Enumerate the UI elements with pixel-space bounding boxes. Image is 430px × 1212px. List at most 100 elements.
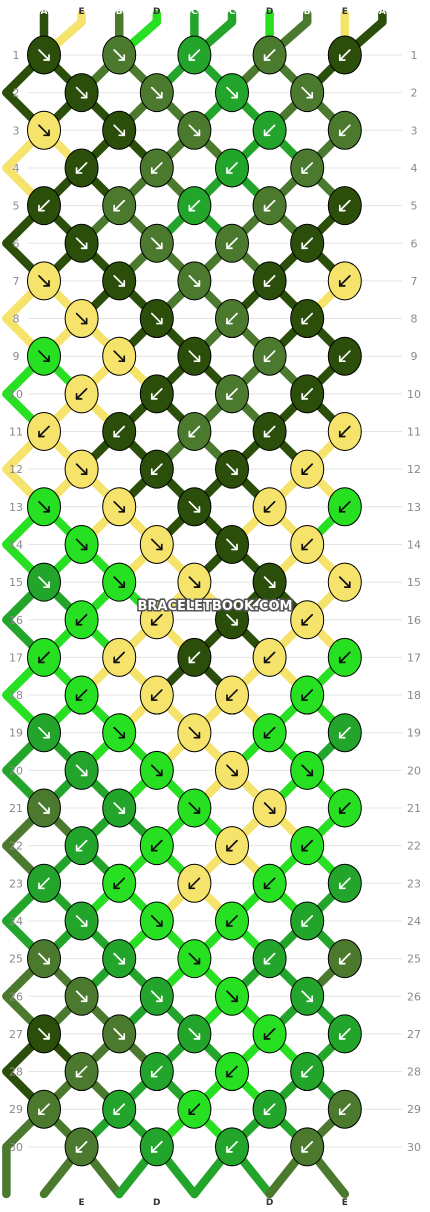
arrow-head [231, 543, 238, 551]
arrow-head [268, 581, 276, 588]
row-number-right: 2 [411, 87, 418, 100]
knot [102, 35, 137, 75]
arrow-head [338, 355, 346, 363]
knot [27, 487, 61, 527]
arrow-down-left-icon [188, 651, 201, 664]
row-number-right: 21 [407, 802, 421, 815]
arrow-down-left-icon [338, 802, 351, 814]
arrow-head [193, 807, 201, 814]
knot [290, 600, 325, 640]
arrow-head [263, 1033, 271, 1040]
arrow-down-left-icon [226, 1140, 238, 1153]
thread-label-top: A [41, 7, 48, 17]
row-number-left: 5 [13, 200, 20, 213]
arrow-head [226, 694, 233, 701]
knot [102, 186, 137, 226]
row-number-left: 15 [9, 576, 23, 589]
knot [177, 713, 212, 753]
arrow-head [118, 54, 126, 61]
arrow-head [338, 1033, 346, 1040]
row-number-left: 13 [9, 501, 23, 514]
row-number-left: 27 [9, 1028, 23, 1041]
knot [215, 826, 249, 866]
arrow-down-right-icon [75, 915, 88, 927]
arrow-head [301, 393, 309, 400]
arrow-head [150, 393, 158, 400]
arrow-down-left-icon [75, 613, 88, 626]
arrow-head [306, 769, 314, 777]
arrow-down-left-icon [301, 689, 314, 701]
knot-grid [27, 35, 362, 1167]
knot [27, 186, 61, 226]
knot [327, 788, 362, 828]
arrow-down-left-icon [38, 651, 50, 664]
knot [290, 901, 325, 941]
row-number-left: 7 [13, 275, 20, 288]
thread-label-top: E [342, 7, 348, 17]
knot [64, 374, 99, 414]
arrow-down-left-icon [113, 877, 126, 890]
arrow-down-left-icon [226, 237, 238, 250]
arrow-down-right-icon [150, 915, 163, 927]
knot [64, 976, 99, 1016]
arrow-head [263, 882, 271, 890]
knot [102, 336, 137, 376]
row-number-right: 14 [407, 538, 421, 551]
arrow-down-left-icon [188, 1103, 201, 1116]
arrow-head [75, 167, 83, 174]
row-number-left: 1 [13, 49, 20, 62]
row-number-left: 26 [9, 990, 23, 1003]
knot [215, 73, 249, 113]
row-number-right: 29 [407, 1103, 421, 1116]
arrow-head [43, 280, 50, 287]
knot [102, 1014, 137, 1054]
arrow-head [301, 543, 309, 551]
row-number-right: 16 [407, 614, 421, 627]
arrow-down-left-icon [75, 1140, 88, 1153]
arrow-head [38, 430, 45, 438]
arrow-down-left-icon [150, 613, 163, 626]
arrow-down-left-icon [113, 1103, 126, 1116]
thread-label-top: C [191, 7, 198, 17]
arrow-down-left-icon [301, 1140, 314, 1153]
arrow-head [263, 355, 271, 363]
row-number-right: 30 [407, 1141, 421, 1154]
arrow-head [188, 1108, 196, 1116]
arrow-down-left-icon [263, 124, 276, 137]
arrow-down-left-icon [301, 312, 314, 325]
arrow-down-left-icon [226, 689, 238, 701]
knot [27, 110, 61, 150]
arrow-head [155, 543, 163, 551]
arrow-down-right-icon [150, 990, 163, 1003]
knot [102, 939, 137, 979]
arrow-down-left-icon [188, 49, 201, 61]
arrow-head [150, 1070, 158, 1078]
knot [252, 261, 287, 301]
arrow-down-left-icon [188, 425, 201, 438]
arrow-down-left-icon [301, 1065, 314, 1078]
arrow-head [150, 167, 158, 174]
arrow-head [75, 618, 83, 626]
arrow-head [263, 505, 271, 513]
arrow-down-right-icon [38, 726, 50, 739]
arrow-head [301, 317, 309, 325]
knot [327, 562, 362, 602]
knot [252, 637, 287, 677]
arrow-head [343, 581, 351, 588]
arrow-head [268, 807, 276, 814]
arrow-head [150, 1145, 158, 1153]
arrow-down-right-icon [226, 538, 238, 551]
arrow-head [43, 1033, 50, 1040]
arrow-down-left-icon [263, 1028, 276, 1040]
knot [215, 374, 249, 414]
arrow-down-left-icon [150, 162, 163, 174]
knot [215, 223, 249, 263]
arrow-down-left-icon [38, 1103, 50, 1116]
arrow-down-right-icon [188, 802, 201, 814]
arrow-down-left-icon [226, 388, 238, 400]
arrow-down-left-icon [263, 500, 276, 513]
knot [64, 1052, 99, 1092]
knot [252, 35, 287, 75]
thread-label-top: D [153, 7, 160, 17]
arrow-down-right-icon [226, 764, 238, 777]
